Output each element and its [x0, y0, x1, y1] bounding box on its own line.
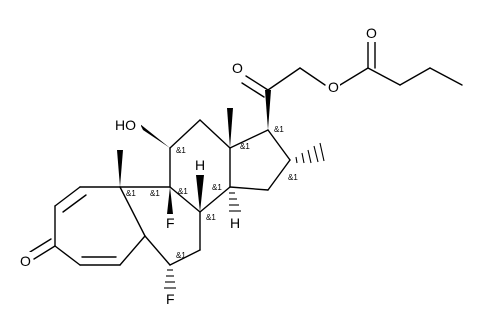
- substituents: [117, 39, 463, 289]
- h14-label: H: [230, 215, 240, 231]
- hydroxyl-wedge: [140, 124, 170, 148]
- stereo-label: &1: [274, 125, 284, 134]
- ester-carbonyl-label: O: [366, 25, 377, 41]
- ketone-side-label: O: [232, 60, 243, 76]
- ring-c: [169, 119, 231, 213]
- stereo-labels: &1 &1 &1 &1 &1 &1 &1 &1 &1 &1: [126, 125, 298, 260]
- ester-oxygen-label: O: [328, 79, 339, 95]
- fluoro-6-hash: [164, 269, 176, 289]
- ring-b: [119, 186, 201, 266]
- methyl-10-wedge: [117, 150, 123, 187]
- methyl-16-hash: [295, 142, 325, 164]
- ring-a: [29, 186, 146, 266]
- fluoro-9-wedge: [167, 187, 173, 214]
- atom-labels: HO O O O O F F H H: [18, 24, 378, 307]
- stereo-label: &1: [288, 173, 298, 182]
- h8-label: H: [195, 157, 205, 173]
- ring-d: [229, 129, 291, 191]
- stereo-label: &1: [150, 189, 160, 198]
- stereo-label: &1: [206, 213, 216, 222]
- stereo-label: &1: [178, 187, 188, 196]
- stereo-label: &1: [126, 189, 136, 198]
- h14-hash: [229, 192, 241, 212]
- fluoro-9-label: F: [166, 215, 175, 231]
- fluoro-6-label: F: [166, 291, 175, 307]
- stereo-label: &1: [176, 146, 186, 155]
- stereo-label: &1: [212, 183, 222, 192]
- h8-wedge: [196, 175, 204, 212]
- ring-ketone-label: O: [20, 253, 31, 269]
- sidechain-wedge: [265, 90, 271, 130]
- stereo-label: &1: [176, 251, 186, 260]
- stereo-label: &1: [240, 142, 250, 151]
- methyl-13-wedge: [227, 108, 233, 148]
- hydroxyl-label: HO: [115, 117, 136, 133]
